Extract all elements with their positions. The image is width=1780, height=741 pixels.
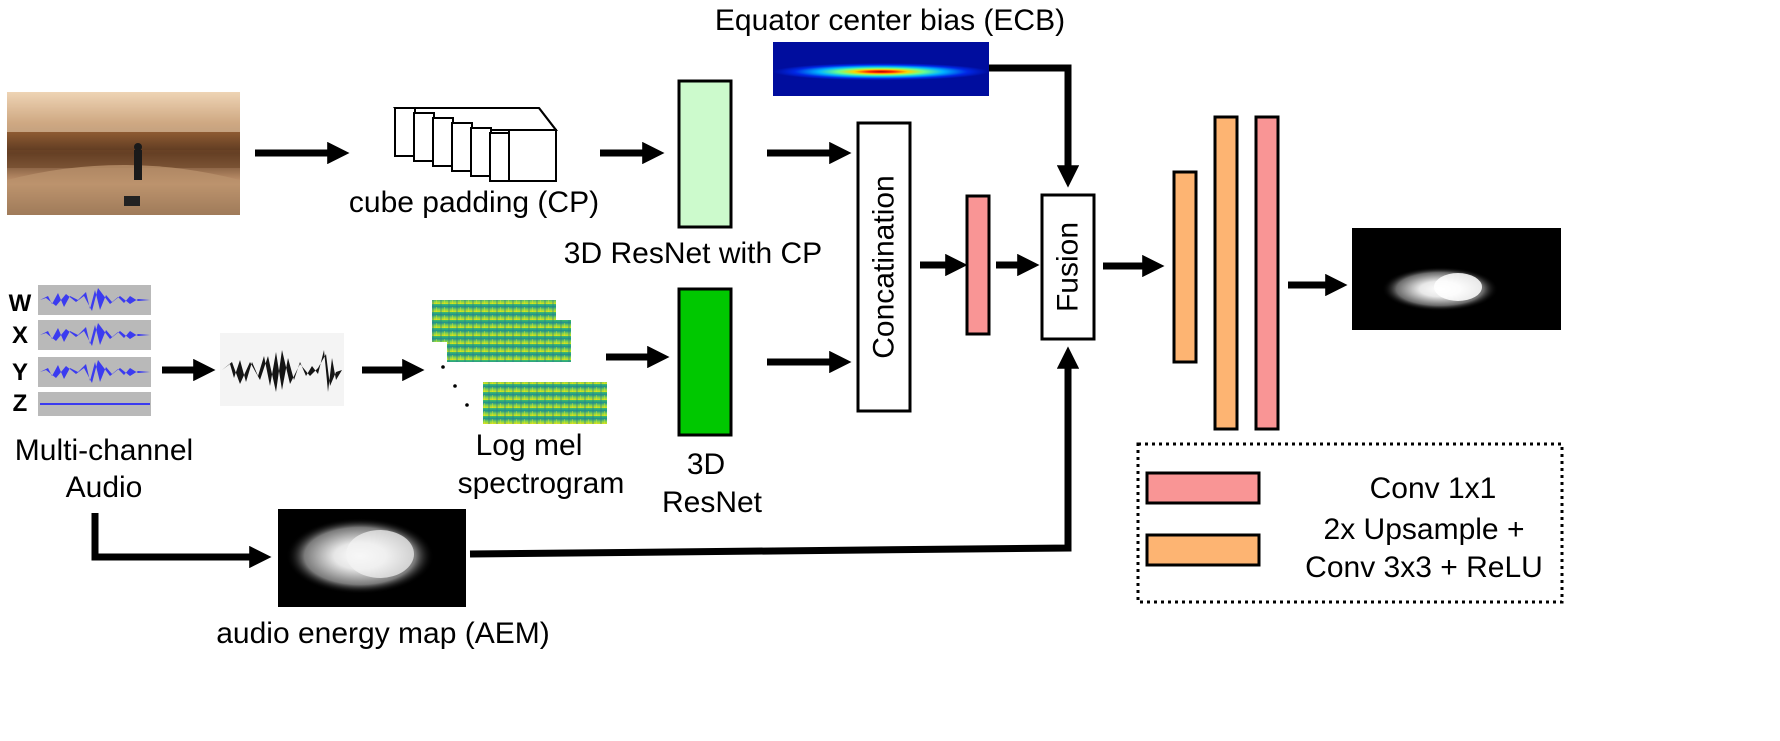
ellipsis-dot [465,403,469,407]
arrow-audio-to-aem [91,513,272,569]
channel-y-wave [40,360,150,383]
log-mel-spectrograms [432,300,607,424]
aem-label: audio energy map (AEM) [216,617,550,650]
ellipsis-dot [441,365,445,369]
channel-x-label: X [12,322,28,349]
logmel-label-line2: spectrogram [458,467,625,500]
upsample-block-2 [1213,115,1239,431]
channel-w-wave [40,288,150,311]
cube-padding-icon [392,107,559,182]
legend-upsample-label-line2: Conv 3x3 + ReLU [1305,551,1543,584]
resnet-block [677,287,733,437]
legend-upsample-label-line1: 2x Upsample + [1324,513,1525,546]
legend-swatch-upsample [1145,533,1261,567]
arrow-ecb-to-fusion [989,64,1080,188]
conv1x1-block [965,194,991,336]
legend: Conv 1x1 2x Upsample + Conv 3x3 + ReLU [1136,442,1564,604]
logmel-label-line1: Log mel [476,429,583,462]
audio-energy-map [278,509,466,607]
channel-z-label: Z [13,390,28,417]
fusion-block [1040,193,1096,341]
channel-x-wave [40,323,150,346]
arrow-aem-to-fusion [469,346,1080,558]
multichannel-label-line1: Multi-channel [15,434,193,467]
resnet-label-line1: 3D [687,448,725,481]
spectrogram-2 [447,320,571,362]
legend-conv1x1-label: Conv 1x1 [1370,472,1497,505]
resnet-label-line2: ResNet [662,486,763,519]
legend-swatch-conv1x1 [1145,471,1261,505]
audio-channels: W X Y Z [9,285,151,417]
ecb-heatmap [773,42,989,96]
conv1x1-output-block [1254,115,1280,431]
ecb-label: Equator center bias (ECB) [715,4,1065,37]
fusion-label: Fusion [1052,222,1085,312]
upsample-block-1 [1172,170,1198,364]
resnet-cp-label: 3D ResNet with CP [564,237,822,270]
channel-y-label: Y [12,359,28,386]
cube-padding-label: cube padding (CP) [349,186,599,219]
concatenation-label: Concatination [868,175,901,358]
ellipsis-dot [453,384,457,388]
multichannel-label-line2: Audio [66,471,143,504]
resnet-cp-block [677,79,733,229]
spectrogram-3 [483,382,607,424]
legend-border [1136,442,1564,604]
concatenation-block [856,121,912,413]
channel-w-label: W [9,290,32,317]
output-saliency-map [1352,228,1561,330]
mono-waveform [220,333,344,406]
panorama-image [7,92,240,215]
